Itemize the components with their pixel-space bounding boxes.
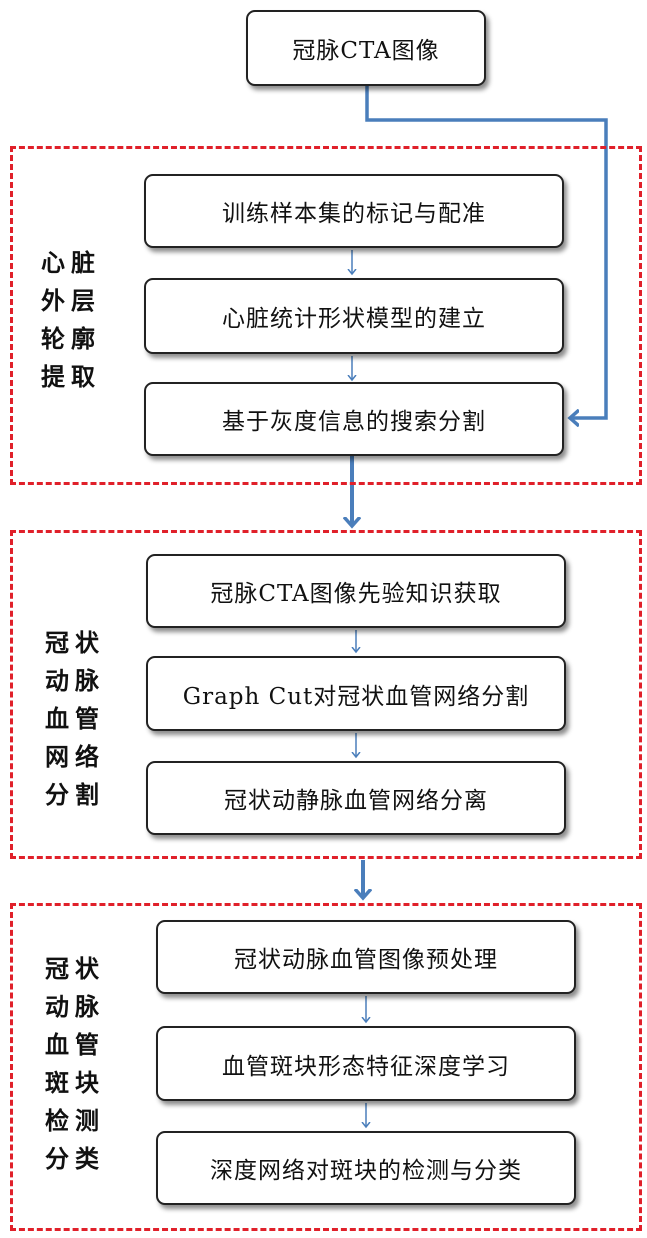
step-label: 血管斑块形态特征深度学习	[222, 1053, 510, 1080]
step-box: Graph Cut对冠状血管网络分割	[146, 656, 566, 731]
step-label: 深度网络对斑块的检测与分类	[210, 1158, 522, 1184]
group-label-line: 分类	[45, 1145, 105, 1173]
group-label-line: 斑块	[45, 1069, 105, 1097]
step-label: Graph Cut对冠状血管网络分割	[182, 683, 530, 710]
group-label-line: 检测	[45, 1107, 105, 1135]
step-box: 基于灰度信息的搜索分割	[144, 382, 564, 456]
group-heart-contour	[10, 146, 642, 485]
group-label-line: 血管	[45, 1031, 105, 1059]
group-heart-contour-label: 心脏 外层 轮廓 提取	[36, 244, 106, 396]
step-box: 血管斑块形态特征深度学习	[156, 1026, 576, 1101]
step-box: 冠状动静脉血管网络分离	[146, 761, 566, 835]
step-label: 冠状动静脉血管网络分离	[224, 788, 488, 814]
step-label: 基于灰度信息的搜索分割	[222, 409, 486, 435]
group-plaque-detection-label: 冠状 动脉 血管 斑块 检测 分类	[40, 950, 110, 1178]
group-coronary-segmentation-label: 冠状 动脉 血管 网络 分割	[40, 624, 110, 814]
step-label: 冠脉CTA图像先验知识获取	[210, 581, 502, 607]
group-label-line: 心脏	[41, 249, 101, 277]
group-label-line: 轮廓	[41, 325, 101, 353]
group-plaque-detection	[10, 903, 642, 1231]
step-label: 冠状动脉血管图像预处理	[234, 947, 498, 973]
group-label-line: 血管	[45, 705, 105, 733]
step-box: 冠脉CTA图像先验知识获取	[146, 554, 566, 628]
group-label-line: 动脉	[45, 993, 105, 1021]
group-label-line: 动脉	[45, 667, 105, 695]
group-label-line: 冠状	[45, 629, 105, 657]
group-coronary-segmentation	[10, 530, 642, 859]
step-box: 训练样本集的标记与配准	[144, 174, 564, 248]
step-label: 训练样本集的标记与配准	[222, 201, 486, 227]
group-label-line: 冠状	[45, 955, 105, 983]
group-label-line: 网络	[45, 743, 105, 771]
start-node-label: 冠脉CTA图像	[292, 38, 440, 64]
step-box: 深度网络对斑块的检测与分类	[156, 1131, 576, 1205]
group-label-line: 分割	[45, 781, 105, 809]
group-label-line: 提取	[41, 363, 101, 391]
step-box: 心脏统计形状模型的建立	[144, 278, 564, 354]
group-label-line: 外层	[41, 287, 101, 315]
start-node: 冠脉CTA图像	[246, 10, 486, 86]
step-label: 心脏统计形状模型的建立	[222, 306, 486, 332]
arrow-start-to-search	[365, 86, 608, 418]
step-box: 冠状动脉血管图像预处理	[156, 920, 576, 994]
